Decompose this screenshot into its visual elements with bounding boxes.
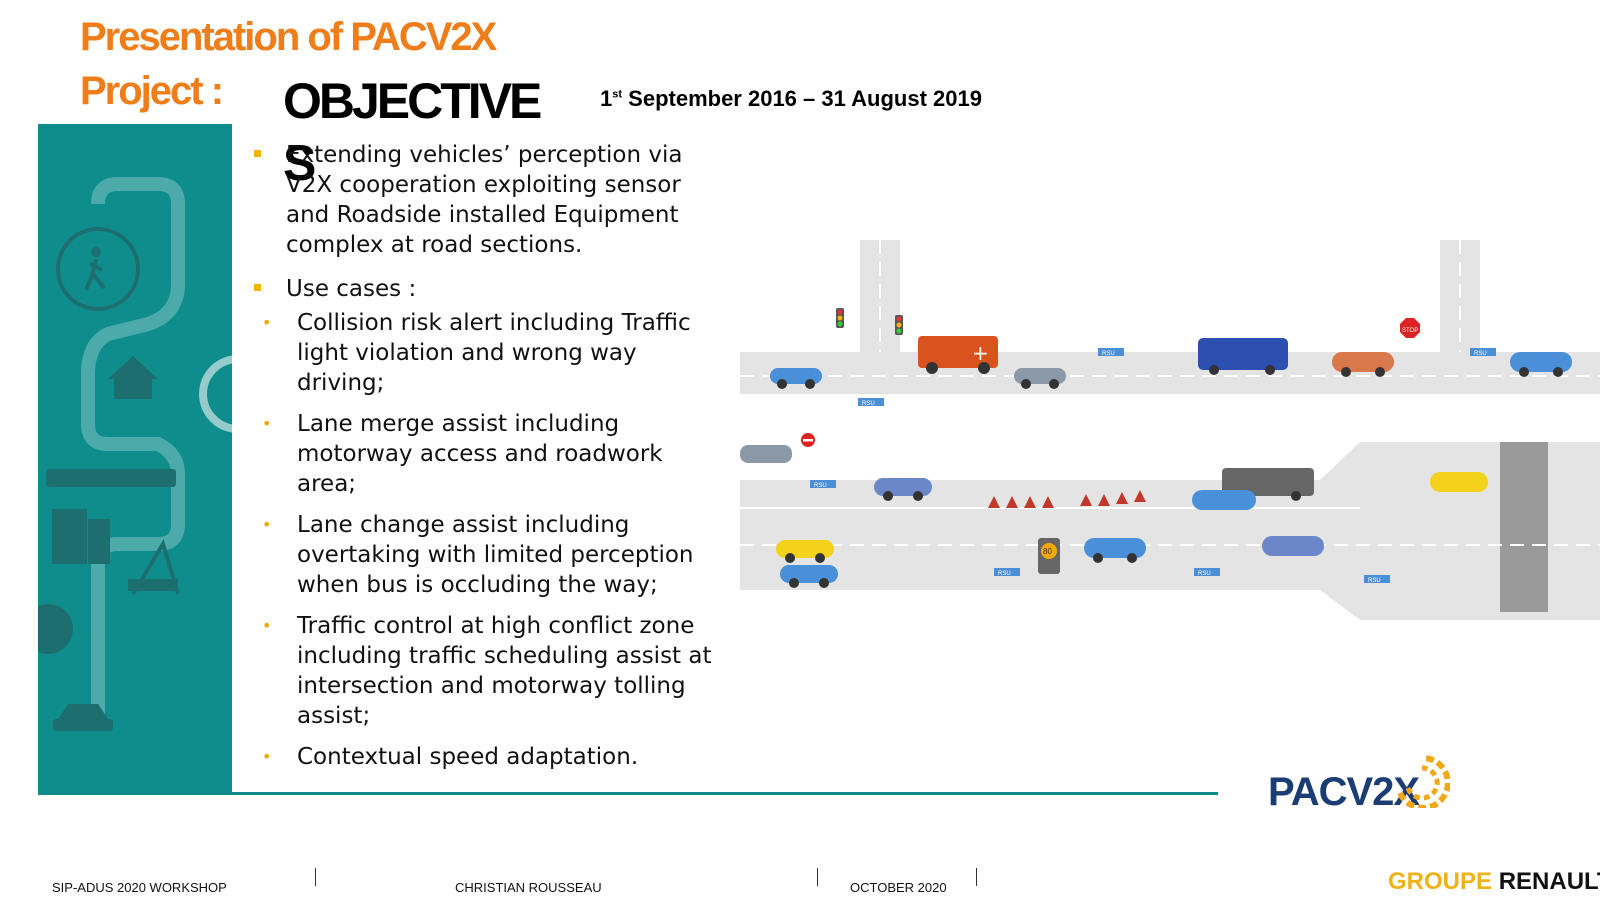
use-case-text: Lane change assist including overtaking … [297,512,694,598]
road-scene-illustration: + STOP RSU RSU RSU 80 RSU RSU RSU RSU [740,240,1600,620]
bus-icon [1198,338,1288,375]
footer-separator [315,868,316,886]
rsu-tag: RSU [1098,348,1124,357]
car-icon [1014,368,1066,389]
footer-separator [976,868,977,886]
toll-gate [1500,442,1548,612]
car-icon [780,565,838,588]
use-case-item: • Lane merge assist including motorway ac… [262,409,722,499]
use-cases-label-text: Use cases : [286,276,417,302]
groupe-renault-logo: GROUPE RENAULT [1388,868,1600,896]
objectives-content: Extending vehicles’ perception via V2X c… [254,140,722,783]
rsu-tag: RSU [994,568,1020,577]
rsu-label: RSU [1368,578,1381,584]
project-dates: 1st September 2016 – 31 August 2019 [600,86,982,112]
traffic-light-icon [895,315,903,335]
logo-text: PACV2X [1268,770,1420,814]
stop-sign-label: STOP [1402,328,1418,334]
circle-decoration [38,604,73,654]
car-icon [1430,472,1488,492]
use-case-text: Traffic control at high conflict zone in… [297,613,712,729]
rsu-label: RSU [814,483,827,489]
cones-icon [988,490,1146,508]
objectives-heading: OBJECTIVES [283,73,542,191]
train-icon [46,469,176,487]
rsu-label: RSU [998,571,1011,577]
ambulance-icon: + [918,336,998,374]
house-icon [108,356,158,399]
rsu-tag: RSU [1364,575,1390,584]
use-cases-label: Use cases : [254,274,722,304]
rsu-tag: RSU [858,398,884,407]
bullet-dot-icon: • [262,616,272,635]
city-path-illustration [38,177,232,731]
rsu-tag: RSU [1470,348,1496,357]
car-icon [1510,352,1572,377]
brand-part-1: GROUPE [1388,868,1499,895]
svg-text:+: + [972,341,989,365]
car-icon [1332,352,1394,377]
logo-wave-icon [1397,755,1450,808]
rsu-tag: RSU [1194,568,1220,577]
side-decoration-panel [38,124,232,794]
dates-rest: September 2016 – 31 August 2019 [628,86,982,111]
pedestrian-icon [84,247,106,291]
use-case-text: Collision risk alert including Traffic l… [297,310,691,396]
footer-date: OCTOBER 2020 [850,880,947,895]
car-icon [776,540,834,563]
stop-sign-icon: STOP [1400,318,1420,338]
footer-event: SIP-ADUS 2020 WORKSHOP [52,880,227,895]
rsu-tag: RSU [810,480,836,489]
dates-prefix: 1 [600,86,613,111]
footer-author: CHRISTIAN ROUSSEAU [455,880,602,895]
car-icon [770,368,822,389]
brand-part-2: RENAULT [1498,868,1600,895]
use-case-item: • Contextual speed adaptation. [262,742,722,772]
rsu-label: RSU [1198,571,1211,577]
traffic-light-icon [836,308,844,328]
rsu-label: RSU [1474,351,1487,357]
car-icon [1084,538,1146,563]
use-case-item: • Collision risk alert including Traffic … [262,308,722,398]
footer-separator [817,868,818,886]
title-line-1: Presentation of PACV2X [80,15,497,59]
bottom-divider [38,792,1218,795]
use-case-text: Lane merge assist including motorway acc… [297,411,663,497]
pacv2x-logo: PACV2X [1268,770,1420,815]
car-icon [53,704,113,731]
no-entry-sign-icon [801,433,815,447]
bullet-square-icon [254,150,261,157]
use-case-item: • Traffic control at high conflict zone i… [262,611,722,731]
crane-icon [128,539,180,596]
bullet-square-icon [254,284,261,291]
slide-title: Presentation of PACV2X Project : [80,10,497,118]
intro-paragraph: Extending vehicles’ perception via V2X c… [254,140,722,260]
use-case-item: • Lane change assist including overtaking… [262,510,722,600]
dates-sup: st [612,88,623,101]
bullet-dot-icon: • [262,414,272,433]
car-icon [874,478,932,501]
rsu-label: RSU [1102,351,1115,357]
speed-sign-value: 80 [1043,547,1052,556]
car-icon [1192,490,1256,510]
bullet-dot-icon: • [262,313,272,332]
use-case-text: Contextual speed adaptation. [297,744,639,770]
bullet-dot-icon: • [262,747,272,766]
speed-sign-icon: 80 [1038,538,1060,574]
bullet-dot-icon: • [262,515,272,534]
rsu-label: RSU [862,401,875,407]
title-line-2: Project : [80,69,224,113]
building-icon [52,509,110,564]
car-icon [1262,536,1324,556]
car-icon [740,445,792,463]
intro-text: Extending vehicles’ perception via V2X c… [286,142,683,258]
